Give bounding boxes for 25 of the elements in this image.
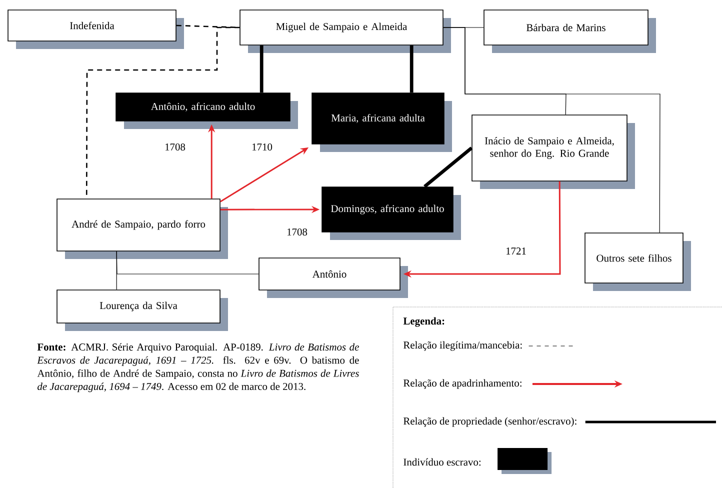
person-box: Inácio de Sampaio e Almeida, senhor do Eng. Rio Grande (472, 114, 635, 189)
legend-text: Relação ilegítima/mancebia: (404, 341, 522, 351)
edge-label: 1708 (287, 228, 308, 236)
connector-line (260, 45, 264, 93)
person-box: Miguel de Sampaio e Almeida (240, 10, 451, 53)
legend-text: Indivíduo escravo: (404, 458, 480, 466)
legend-text: Relação de propriedade (senhor/escravo): (404, 417, 576, 427)
person-box: André de Sampaio, pardo forro (56, 198, 228, 259)
person-box: Bárbara de Marins (484, 10, 656, 53)
connector-line (410, 45, 414, 93)
connector-line (116, 251, 259, 274)
source-note: Fonte: ACMRJ. Série Arquivo Paroquial. AP-0189. Livro de Batismos de Escravos de Jacarepaguá, 1691 – 1725. fls. 62v e 69v. O batismo de Antônio, filho de André de Sampaio, consta no Livro de Batismos de Livres de Jacarepaguá, 1694 – 1749. Acesso em 02 de marco de 2013. (37, 343, 359, 392)
edge-label: 1721 (506, 248, 526, 254)
connector-line (443, 27, 660, 233)
edge-label: 1708 (165, 143, 186, 151)
slave-box: Antônio, africano adulto (116, 92, 298, 129)
person-box: Indefenida (8, 10, 184, 49)
person-box: Outros sete filhos (584, 232, 691, 291)
legend-title: Legenda: (403, 317, 444, 327)
person-box: Antônio (258, 258, 408, 298)
slave-box: Domingos, africano adulto (322, 186, 461, 240)
legend-text: Relação de apadrinhamento: (404, 379, 522, 389)
edge-label: 1710 (252, 143, 272, 151)
person-box: Lourença da Silva (56, 290, 228, 331)
slave-box: Maria, africana adulta (312, 92, 452, 152)
